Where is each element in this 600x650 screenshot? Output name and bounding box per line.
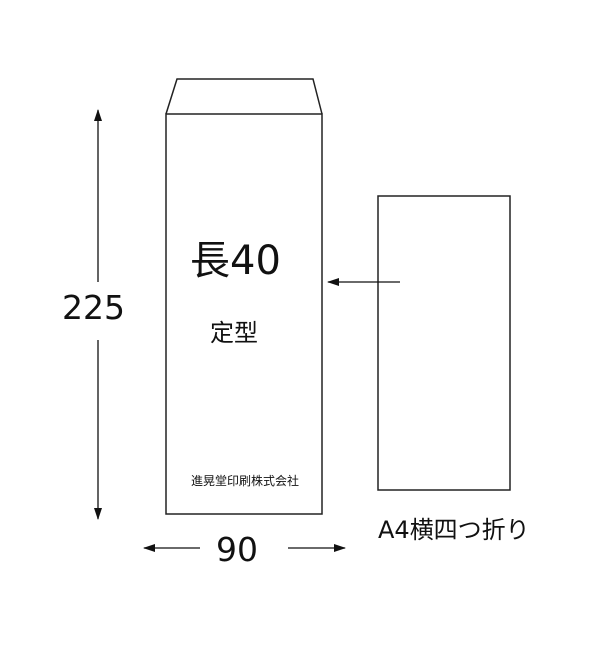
envelope-standard-label: 定型 bbox=[210, 319, 258, 347]
height-dimension: 225 bbox=[62, 288, 125, 327]
envelope-flap bbox=[165, 78, 323, 115]
a4-folded-sheet bbox=[377, 195, 511, 491]
insert-label: A4横四つ折り bbox=[378, 516, 530, 544]
company-name: 進晃堂印刷株式会社 bbox=[191, 474, 300, 488]
envelope-size-title: 長40 bbox=[190, 238, 281, 284]
envelope-body bbox=[165, 113, 323, 515]
width-dimension: 90 bbox=[216, 530, 258, 569]
